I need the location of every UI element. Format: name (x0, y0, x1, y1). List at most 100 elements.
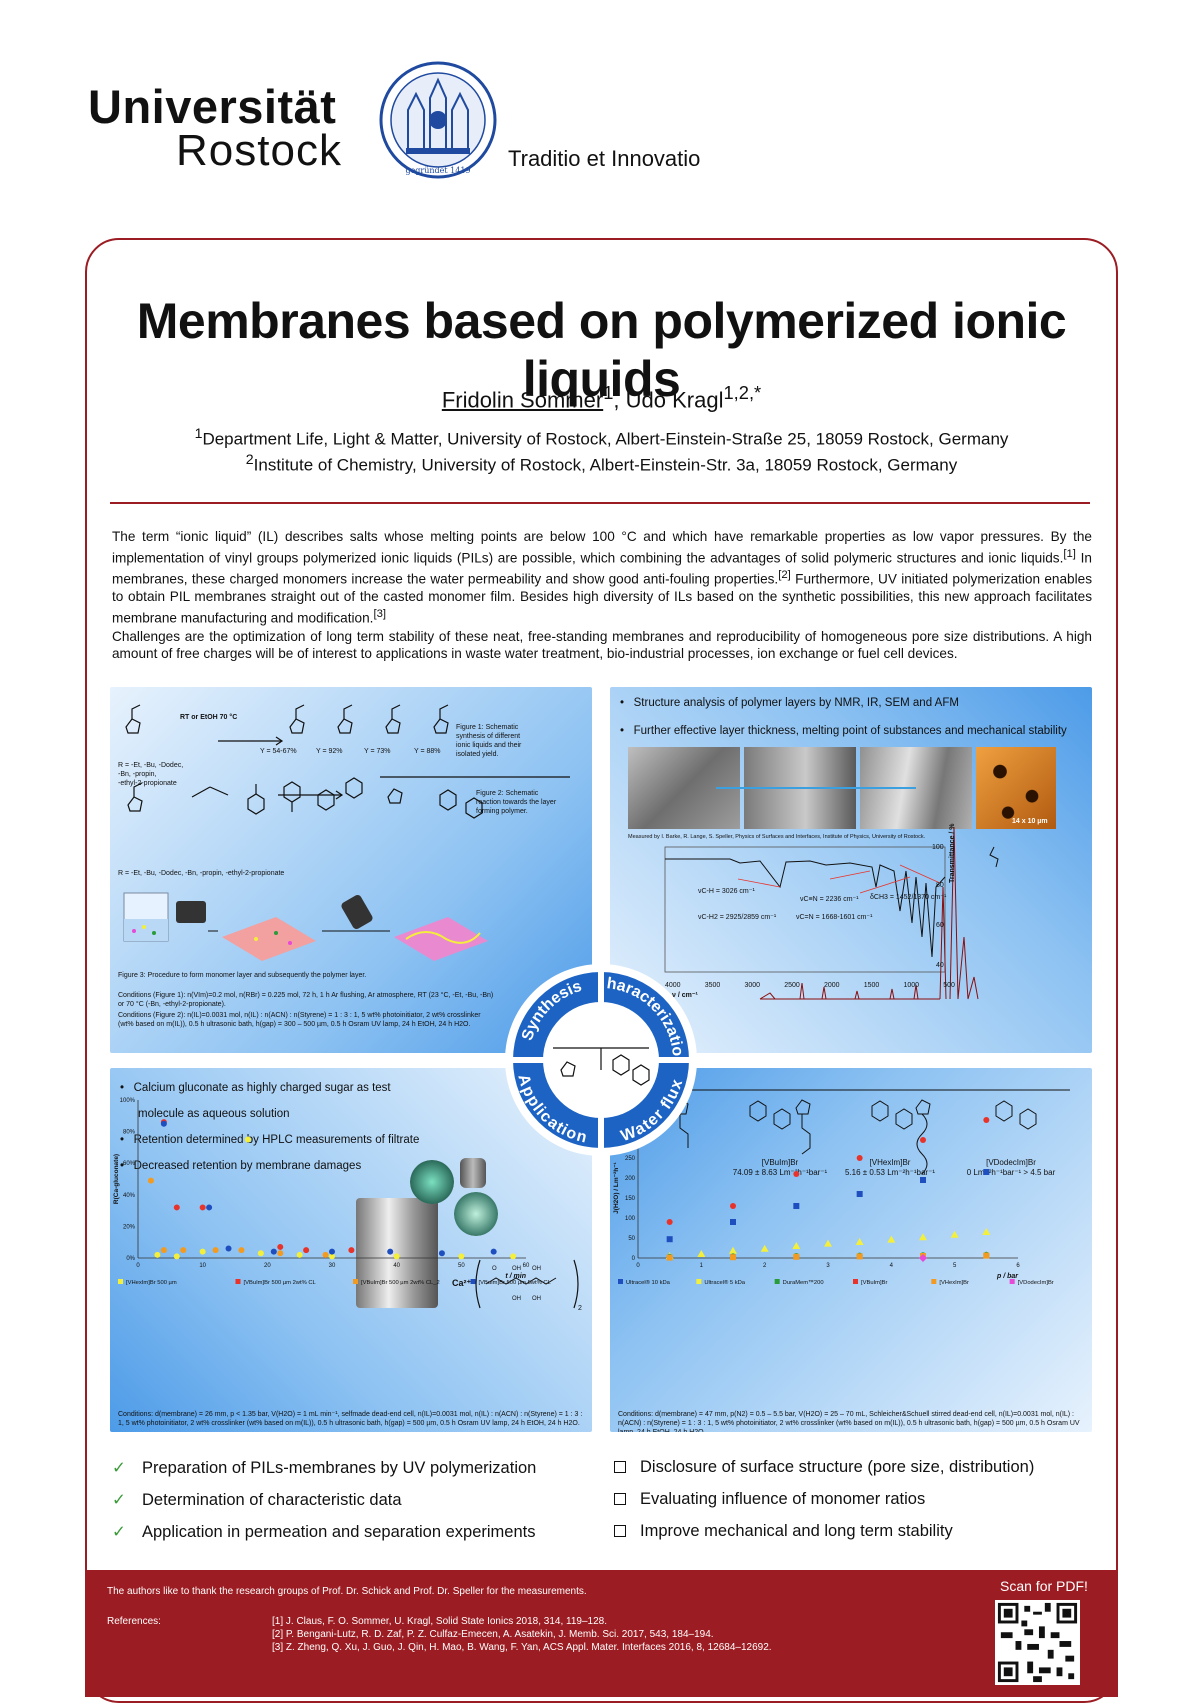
data-point (348, 1247, 355, 1254)
x-tick-label: 40 (393, 1263, 400, 1269)
ir-tick: 1500 (863, 982, 880, 989)
y-tick-label: 80% (123, 1130, 136, 1136)
svg-text:2: 2 (578, 1305, 582, 1312)
polymer-2-flux: 5.16 ± 0.53 Lm⁻²h⁻¹bar⁻¹ (845, 1168, 935, 1177)
university-seal-icon: gegründet 1419 (379, 61, 497, 179)
legend-label: [VHexIm]Br (939, 1280, 969, 1286)
done-item-2-text: Determination of characteristic data (142, 1491, 402, 1509)
x-tick-label: 3 (826, 1263, 830, 1269)
calcium-gluconate-structure: Ca²⁺ O OH OH OH OH 2 (452, 1259, 582, 1312)
todo-item-1-text: Disclosure of surface structure (pore si… (640, 1458, 1035, 1476)
data-point (225, 1245, 232, 1252)
done-item-1: ✓Preparation of PILs-membranes by UV pol… (112, 1458, 536, 1478)
svg-text:OH: OH (532, 1266, 541, 1272)
data-point (919, 1254, 927, 1262)
author-sommer: Fridolin Sommer (441, 387, 604, 413)
ir-tick: 2500 (784, 982, 800, 989)
affiliation-2-text: Institute of Chemistry, University of Ro… (253, 455, 958, 475)
references-label: References: (107, 1616, 161, 1627)
data-point (510, 1253, 517, 1260)
author2-sup: 1,2,* (723, 382, 762, 403)
x-tick-label: 6 (1016, 1263, 1020, 1269)
seal-text: gegründet 1419 (405, 166, 470, 175)
polymer-structure-icon (553, 1047, 650, 1086)
char-bullet-1: • Structure analysis of polymer layers b… (620, 697, 959, 709)
ir-tick: 3500 (704, 982, 721, 989)
water-flux-chart: 0123456050100150200250300350p / barJ(H2O… (613, 1116, 1054, 1286)
checkbox-icon (614, 1525, 626, 1537)
legend-label: Ultracel® 5 kDa (704, 1279, 745, 1286)
app-bullet-3-text: Decreased retention by membrane damages (133, 1160, 362, 1172)
y-axis-label: R(Ca-gluconate) (113, 1154, 120, 1204)
svg-text:OH: OH (512, 1296, 521, 1302)
data-point (855, 1238, 864, 1245)
svg-text:Ca²⁺: Ca²⁺ (452, 1278, 472, 1288)
data-point (729, 1246, 737, 1254)
data-point (697, 1250, 706, 1257)
data-point (730, 1203, 736, 1209)
legend-label: DuraMem™200 (783, 1280, 824, 1286)
reference-1: [1] J. Claus, F. O. Sommer, U. Kragl, So… (272, 1616, 607, 1627)
intro-text-b: In membranes, these charged monomers inc… (112, 550, 1092, 587)
data-point (950, 1230, 959, 1238)
sem-scale-line (716, 787, 916, 789)
ir-label-ch3: δCH3 = 1452/1370 cm⁻¹ (870, 894, 947, 901)
legend-label: Ultracel® 10 kDa (626, 1279, 671, 1286)
center-emblem: Synthesis Characterization Application W… (451, 910, 697, 1156)
affiliation-1: 1Department Life, Light & Matter, Univer… (85, 426, 1118, 450)
data-point (793, 1203, 800, 1209)
data-point (329, 1248, 335, 1255)
legend-swatch (470, 1279, 476, 1284)
intro-text-c: Furthermore, UV initiated polymerization… (112, 571, 1092, 626)
motto: Traditio et Innovatio (508, 146, 701, 171)
ir-tick: 500 (943, 982, 955, 989)
app-bullet-1: • Calcium gluconate as highly charged su… (120, 1082, 391, 1094)
legend-swatch (1009, 1279, 1015, 1284)
ir-tick: 3000 (744, 982, 761, 989)
check-icon: ✓ (112, 1459, 126, 1477)
x-tick-label: 2 (763, 1263, 767, 1269)
ir-tick: 4000 (665, 982, 681, 989)
x-tick-label: 10 (199, 1263, 206, 1269)
legend-swatch (353, 1279, 358, 1284)
y-tick-label: 0% (126, 1256, 135, 1262)
poster-title: Membranes based on polymerized ionic liq… (136, 293, 1067, 407)
transmittance-axis: Transmittance / % (949, 823, 956, 883)
data-point (199, 1204, 206, 1211)
qr-code-icon[interactable] (995, 1600, 1080, 1685)
figure-3-caption: Figure 3: Procedure to form monomer laye… (118, 972, 367, 979)
characterization-panel: • Structure analysis of polymer layers b… (610, 687, 1092, 1053)
data-point (277, 1250, 284, 1257)
legend-swatch (853, 1279, 858, 1284)
svg-text:OH: OH (512, 1266, 521, 1272)
data-point (173, 1204, 180, 1211)
yield-2: Y = 92% (316, 748, 343, 755)
data-point (329, 1253, 335, 1260)
ir-label-c-n: νC=N = 1668-1601 cm⁻¹ (796, 914, 873, 921)
todo-item-3: Improve mechanical and long term stabili… (614, 1522, 953, 1541)
legend-swatch (774, 1279, 780, 1284)
data-point (983, 1117, 990, 1123)
app-bullet-2: • Retention determined by HPLC measureme… (120, 1134, 420, 1146)
data-point (238, 1247, 245, 1254)
todo-item-2-text: Evaluating influence of monomer ratios (640, 1490, 926, 1508)
data-point (983, 1169, 990, 1175)
y-tick-label: 250 (625, 1156, 636, 1162)
data-point (887, 1235, 896, 1243)
reference-3: [3] Z. Zheng, Q. Xu, J. Guo, J. Qin, H. … (272, 1642, 772, 1653)
trans-tick-40: 40 (936, 962, 944, 969)
data-point (666, 1236, 673, 1243)
data-point (270, 1248, 277, 1255)
app-bullet-1-text: Calcium gluconate as highly charged suga… (133, 1082, 391, 1094)
todo-item-3-text: Improve mechanical and long term stabili… (640, 1522, 953, 1540)
affiliation-2-sup: 2 (245, 452, 254, 468)
x-tick-label: 30 (329, 1263, 336, 1269)
data-point (160, 1247, 167, 1254)
done-item-2: ✓Determination of characteristic data (112, 1490, 402, 1510)
yield-1: Y = 54-67% (260, 748, 297, 755)
checkbox-icon (614, 1493, 626, 1505)
affiliation-2: 2Institute of Chemistry, University of R… (85, 452, 1118, 476)
checkbox-icon (614, 1461, 626, 1473)
r-group-label-2: R = -Et, -Bu, -Dodec, -Bn, -propin, -eth… (118, 870, 285, 877)
